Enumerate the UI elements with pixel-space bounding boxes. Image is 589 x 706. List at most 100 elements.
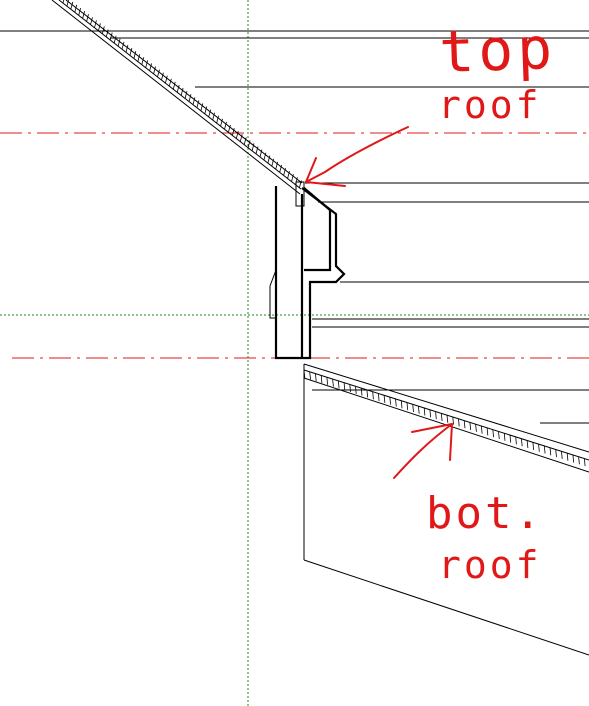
hatch-line <box>521 438 523 447</box>
hatch-line <box>469 422 472 431</box>
hatch-line <box>578 456 580 465</box>
hatch-line <box>475 424 477 432</box>
top-roof-end-block <box>295 181 305 207</box>
hatch-line <box>423 407 426 416</box>
hatch-line <box>360 388 363 396</box>
parapet-wall <box>269 186 346 360</box>
bot-roof-inner-edge <box>303 369 589 461</box>
hatch-line <box>283 167 286 176</box>
hatch-line <box>267 155 271 164</box>
hatch-line <box>503 433 506 441</box>
hatch-line <box>243 137 247 145</box>
hatch-line <box>440 413 443 421</box>
hatch-line <box>117 38 121 47</box>
hatch-line <box>70 1 74 10</box>
hatch-line <box>212 112 215 121</box>
annotation-top-roof-line2: roof <box>438 83 542 127</box>
hatch-line <box>332 378 334 387</box>
hatch-line <box>86 14 89 22</box>
hatch-line <box>78 7 81 16</box>
hatch-line <box>515 436 517 445</box>
hatch-line <box>412 404 414 412</box>
hatch-line <box>395 398 397 407</box>
hatch-line <box>349 384 351 393</box>
hatch-line <box>509 434 512 443</box>
hatch-line <box>543 445 546 454</box>
hatch-line <box>149 63 152 71</box>
parapet-bracket <box>269 269 277 319</box>
hatch-line <box>247 140 251 148</box>
hatch-line <box>572 454 575 463</box>
hatch-line <box>279 164 282 173</box>
hatch-line <box>492 429 494 438</box>
hatch-line <box>109 32 113 41</box>
hatch-line <box>320 375 323 384</box>
hatch-line <box>566 453 569 461</box>
arrow-head-top-roof <box>305 157 346 187</box>
hatch-line <box>291 174 294 182</box>
hatch-line <box>168 78 172 87</box>
hatch-line <box>271 158 275 167</box>
annotation-bot-roof-line1: bot. <box>426 488 544 539</box>
top-roof-bottom-edge <box>51 0 301 195</box>
arrow-head-bot-roof <box>411 423 453 461</box>
hatch-line <box>172 81 176 90</box>
hatch-line <box>74 4 78 13</box>
hatch-line <box>90 17 93 25</box>
hatch-line <box>66 0 69 7</box>
hatch-line <box>125 44 129 53</box>
hatch-line <box>287 171 290 179</box>
hatch-line <box>121 41 125 50</box>
hatch-line <box>526 440 529 449</box>
top-roof-inner-edge <box>58 0 302 190</box>
hatch-line <box>204 106 208 114</box>
hatch-line <box>192 97 196 105</box>
hatch-line <box>232 127 235 136</box>
bot-roof-top-edge <box>303 363 589 453</box>
hatch-line <box>429 409 431 418</box>
hatch-line <box>113 35 117 44</box>
hatch-line <box>137 54 141 62</box>
hatch-line <box>94 20 97 28</box>
hatch-line <box>378 393 380 402</box>
hatch-line <box>165 75 168 84</box>
hatch-line <box>157 69 160 78</box>
hatch-line <box>372 391 374 400</box>
hatch-line <box>337 380 340 389</box>
hatch-line <box>153 66 156 74</box>
hatch-line <box>584 458 586 467</box>
hatch-line <box>200 103 204 111</box>
hatch-line <box>235 130 239 139</box>
hatch-line <box>418 406 420 414</box>
hatch-line <box>251 143 255 151</box>
hatch-line <box>141 57 145 65</box>
hatch-line <box>532 442 534 450</box>
hatch-line <box>188 94 192 102</box>
hatch-line <box>555 449 557 458</box>
markup-bot-roof: bot. roof <box>393 423 544 587</box>
hatch-line <box>196 100 200 108</box>
hatch-line <box>435 411 437 420</box>
hatch-line <box>228 124 231 133</box>
hatch-line <box>452 416 454 425</box>
hatch-line <box>105 29 109 38</box>
hatch-line <box>133 51 137 59</box>
hatch-line <box>538 444 540 452</box>
hatch-line <box>406 402 409 411</box>
hatch-line <box>129 47 133 56</box>
bot-roof-slab <box>303 363 589 656</box>
hatch-line <box>208 109 212 118</box>
hatch-line <box>220 118 223 127</box>
hatch-line <box>549 447 552 456</box>
hatch-line <box>82 10 85 19</box>
markup-top-roof: top roof <box>305 14 557 187</box>
top-roof-slab <box>51 0 305 207</box>
hatch-line <box>458 418 460 427</box>
hatch-line <box>486 427 489 436</box>
hatch-line <box>259 149 263 158</box>
parapet-outline <box>274 186 346 360</box>
hatch-line <box>184 91 188 99</box>
hatch-line <box>366 389 369 398</box>
hatch-line <box>98 23 101 31</box>
hatch-line <box>145 60 148 68</box>
